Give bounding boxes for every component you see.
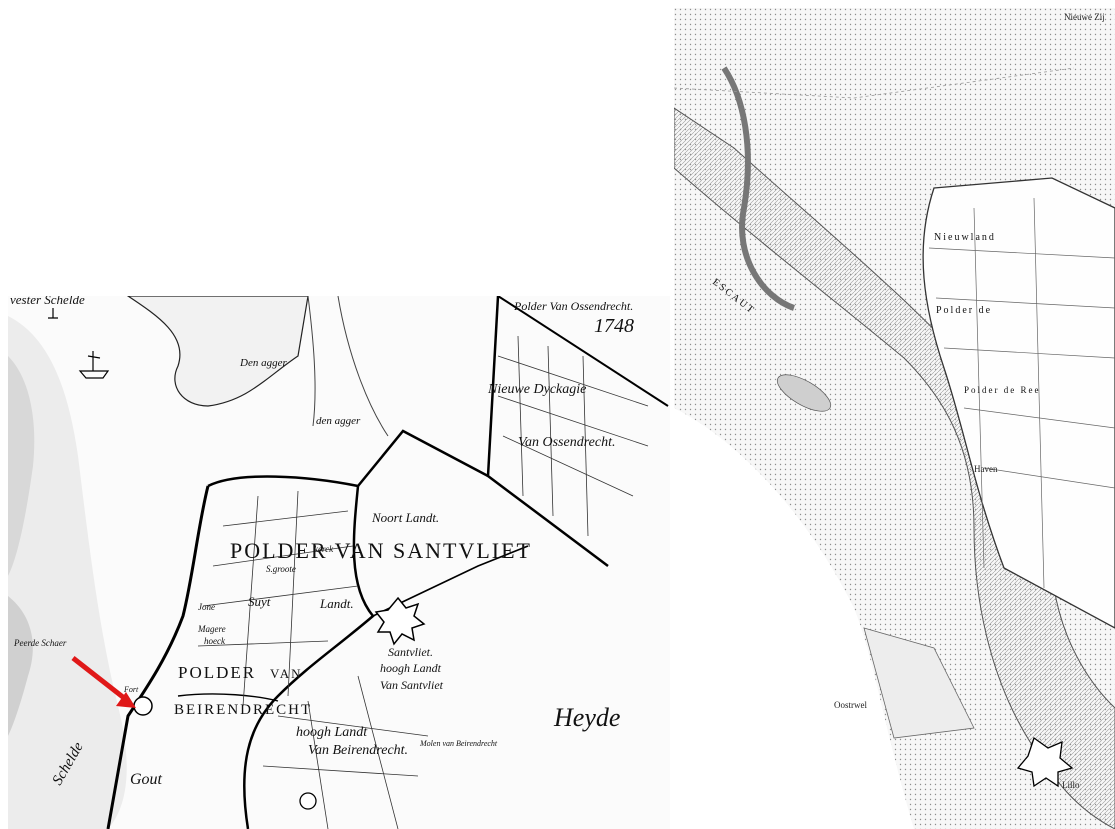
escaut-drawing: Nieuwe Zij ESCAUT Nieuwland Polder de Po… (674, 8, 1115, 829)
label-year: 1748 (594, 315, 634, 337)
field-lines-santvliet (197, 490, 359, 707)
label-heyde: Heyde (553, 703, 620, 732)
label-landt: Landt. (319, 596, 354, 611)
side-creek (721, 66, 796, 311)
blank-lower-left (674, 408, 914, 829)
label-molen: Molen van Beirendrecht (419, 739, 498, 748)
dyke-santvliet-north (207, 429, 489, 488)
label-hoogh-landt-beir-2: Van Beirendrecht. (308, 743, 408, 758)
label-hoogh-landt-beir-1: hoogh Landt (296, 725, 368, 740)
label-perde-schaer: Peerde Schaer (13, 638, 67, 648)
dyke-west (106, 485, 210, 829)
survey-map-escaut: Nieuwe Zij ESCAUT Nieuwland Polder de Po… (674, 8, 1115, 829)
ship-icon (78, 351, 110, 379)
label-suyt: Suyt (248, 594, 271, 609)
fort-marker (133, 696, 153, 716)
beirendrecht-village (299, 792, 317, 810)
label-oosterweel: Oostrwel (834, 700, 867, 710)
river-island (776, 374, 832, 412)
polder-boundary (177, 693, 279, 702)
red-arrow-shaft (71, 656, 130, 703)
dyke-south (243, 485, 375, 829)
north-shore (126, 296, 309, 407)
label-hoogh-landt-santvliet-1: hoogh Landt (380, 661, 442, 675)
creeks (307, 296, 389, 437)
label-fort: Fort (123, 685, 139, 694)
red-arrow-head (116, 692, 136, 708)
label-hoeck: hoeck (204, 636, 226, 646)
label-nieuwe-dyckagie: Nieuwe Dyckagie (487, 382, 586, 397)
boundary-line (674, 67, 1075, 99)
label-groote: S.groote (266, 564, 296, 574)
label-polder-santvliet: POLDER VAN SANTVLIET (230, 538, 532, 563)
label-beirendrecht: BEIRENDRECHT (174, 702, 312, 718)
sandbank-2 (8, 596, 33, 736)
polder-fields (922, 177, 1115, 629)
label-polder: POLDER (178, 663, 256, 682)
polder-field-lines (928, 197, 1115, 589)
lower-shore (863, 627, 975, 739)
label-jone: Jone (198, 602, 215, 612)
label-nieuwe: Nieuwe Zij (1064, 12, 1105, 22)
road-east (372, 545, 529, 617)
scheldt-water (8, 316, 127, 829)
label-nieuwland: Nieuwland (934, 232, 996, 243)
label-kerck: kerck (314, 544, 334, 554)
label-haven: Haven (974, 464, 998, 474)
historical-map-1748: vester Schelde Polder Van Ossendrecht. 1… (8, 296, 670, 829)
field-lines-beirendrecht (262, 675, 429, 829)
label-goud: Gout (130, 771, 163, 788)
map-1748-drawing: vester Schelde Polder Van Ossendrecht. 1… (8, 296, 669, 829)
ship-icon-small (48, 308, 58, 319)
label-santvliet: Santvliet. (388, 645, 433, 659)
dyke-ossendrecht (486, 296, 609, 567)
label-lillo: Lillo (1062, 780, 1080, 790)
label-scheldt-top: vester Schelde (10, 296, 85, 307)
label-den-agger-2: den agger (316, 415, 361, 427)
dyke-top (497, 296, 669, 407)
sandbank (8, 356, 35, 576)
label-van-ossendrecht: Van Ossendrecht. (518, 435, 615, 450)
lillo-fortress (1016, 736, 1074, 788)
field-lines-ossendrecht (497, 335, 649, 537)
label-magere: Magere (197, 624, 226, 634)
label-ossendrecht-polder: Polder Van Ossendrecht. (513, 299, 633, 313)
label-noort-landt: Noort Landt. (371, 510, 439, 525)
santvliet-fortress (374, 596, 426, 646)
label-polder-de-ree: Polder de Ree (964, 385, 1040, 395)
label-den-agger-1: Den agger (239, 357, 287, 369)
label-hoogh-landt-santvliet-2: Van Santvliet (380, 678, 444, 692)
label-polder-de: Polder de (936, 305, 992, 316)
label-van: VAN (270, 666, 303, 681)
